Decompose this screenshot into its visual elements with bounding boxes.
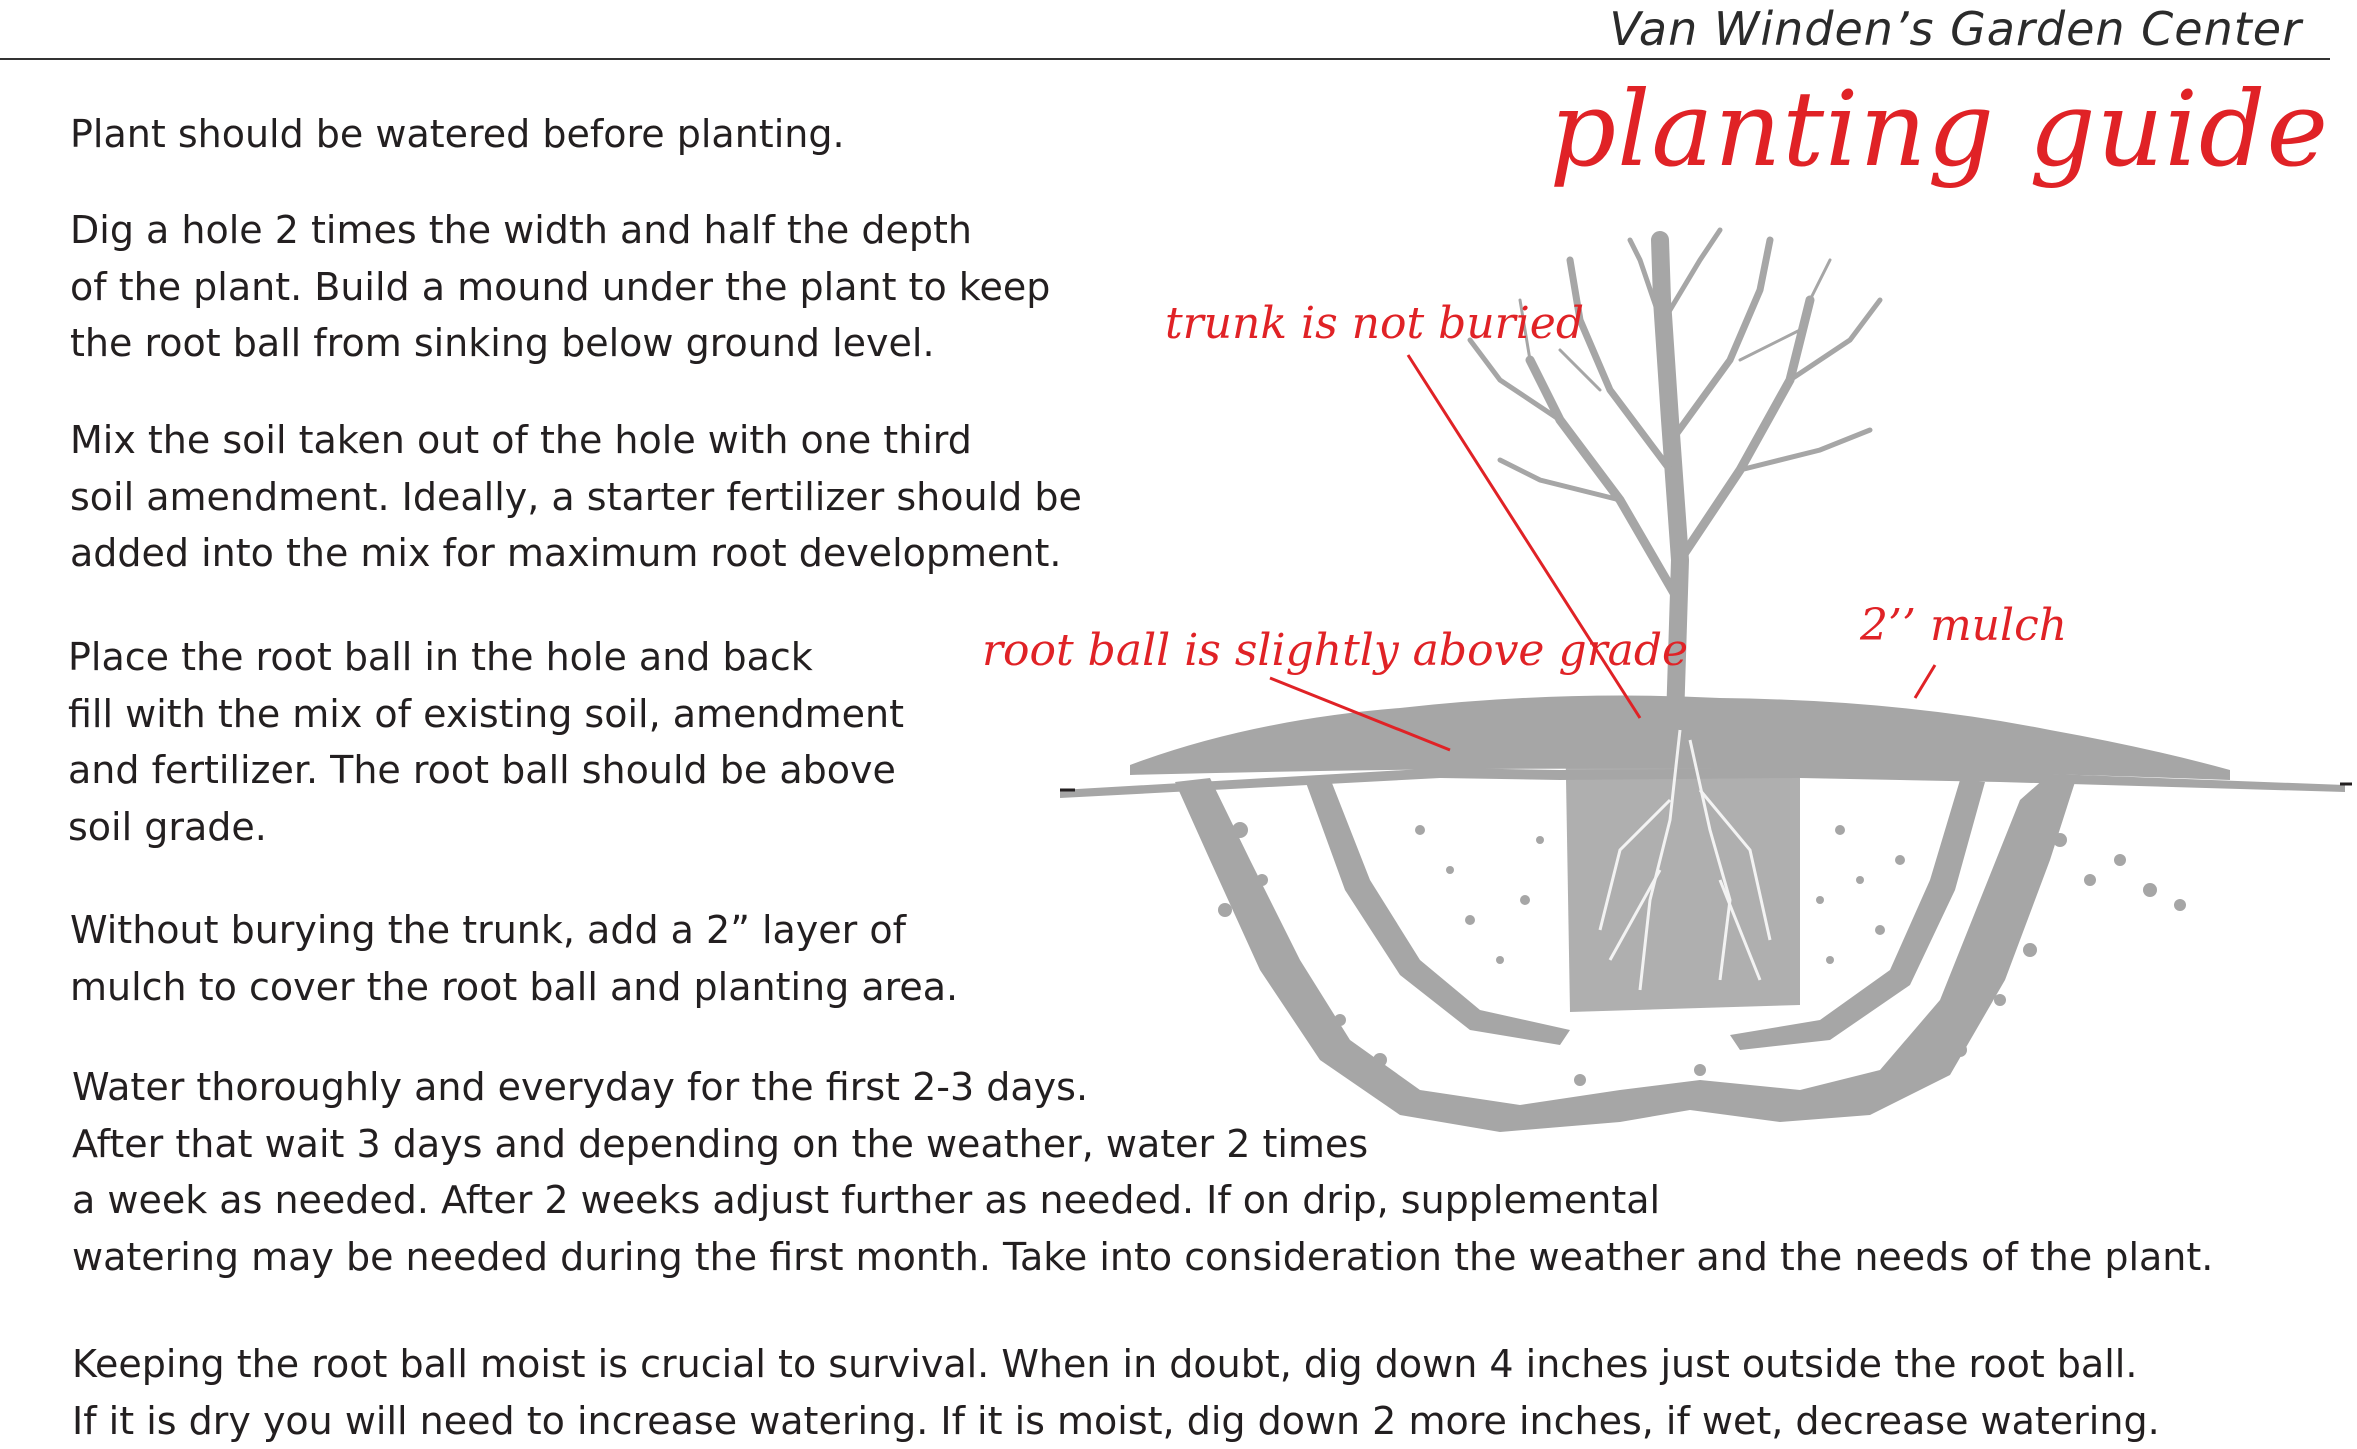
callout-mulch <box>1915 665 1935 698</box>
label-trunk-not-buried: trunk is not buried <box>1165 298 1584 349</box>
label-mulch: 2’’ mulch <box>1860 600 2067 651</box>
callout-lines <box>1270 355 1935 750</box>
label-root-ball-above-grade: root ball is slightly above grade <box>982 625 1688 676</box>
